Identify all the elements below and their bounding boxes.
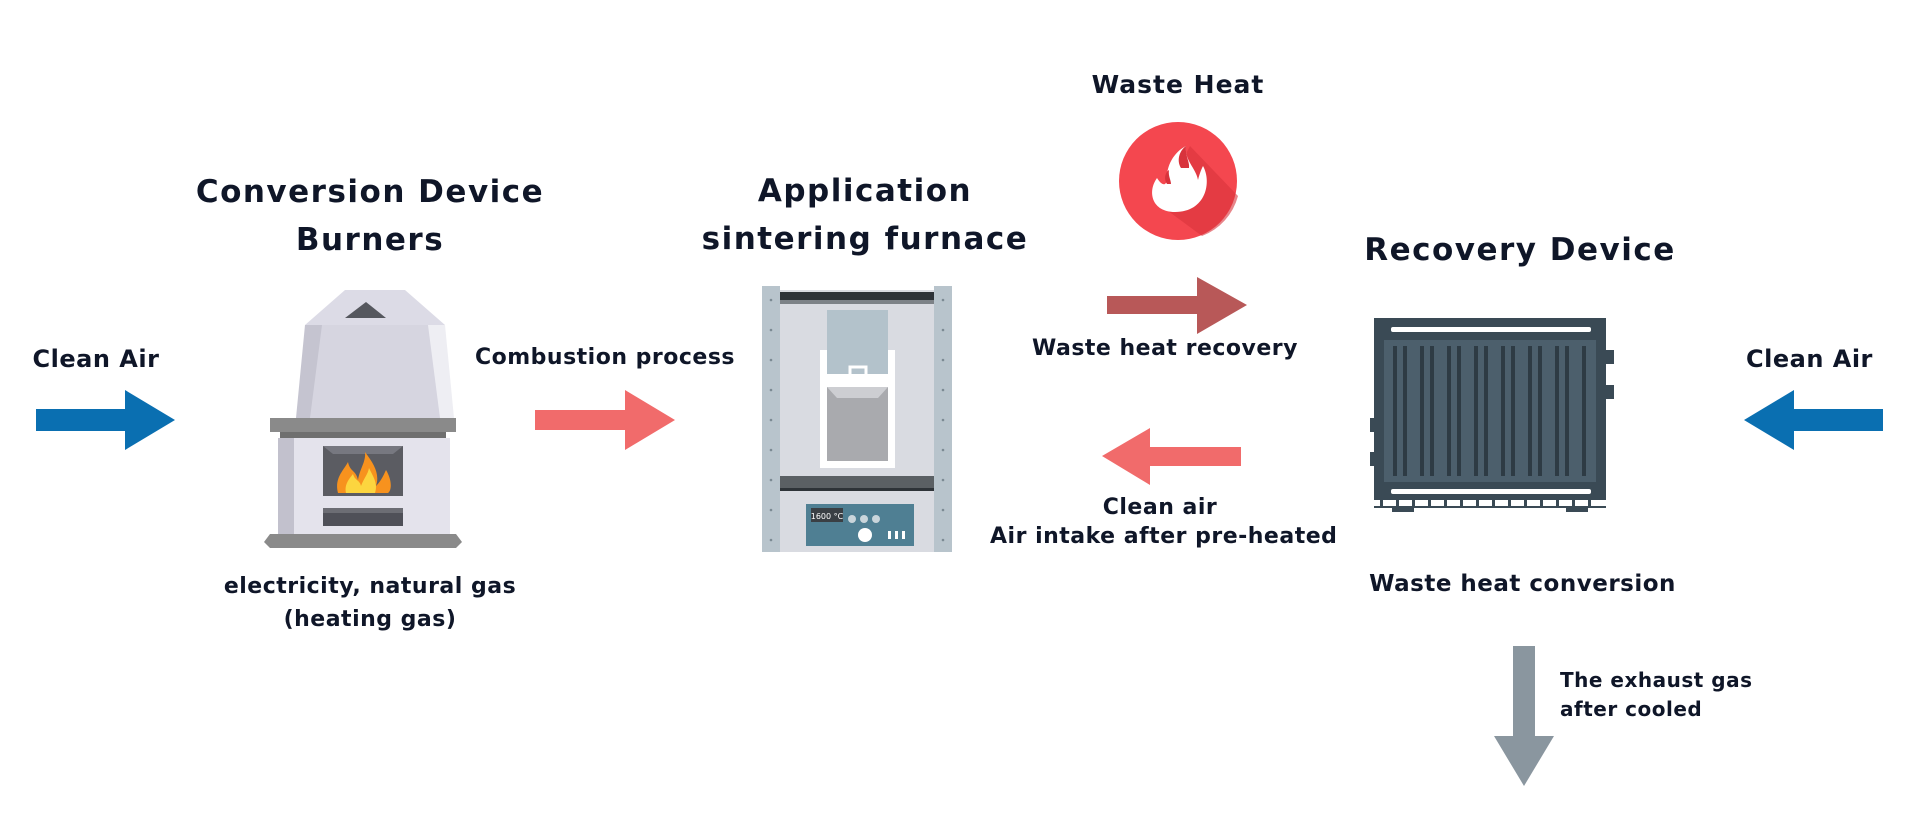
preheated-line-2: Air intake after pre-heated <box>990 523 1338 549</box>
sintering-furnace-icon: 1600 °C <box>762 286 952 552</box>
clean-air-left-arrow <box>36 390 175 450</box>
fuel-line-2: (heating gas) <box>283 607 457 632</box>
conversion-title-line: Conversion Device <box>195 174 545 210</box>
application-title-line: Application <box>757 173 973 209</box>
preheated-line-1: Clean air <box>1102 495 1218 520</box>
exhaust-line-1: The exhaust gas <box>1560 668 1753 692</box>
conversion-device-title: Conversion Device Burners <box>190 168 550 264</box>
waste-heat-recovery-label: Waste heat recovery <box>1031 336 1298 361</box>
waste-heat-recovery-arrow <box>1107 277 1247 334</box>
application-title: Application sintering furnace <box>690 167 1040 263</box>
clean-air-right-arrow <box>1744 390 1883 450</box>
exhaust-arrow <box>1494 646 1554 786</box>
recovery-device-title: Recovery Device <box>1364 232 1676 268</box>
preheated-air-arrow <box>1102 428 1241 485</box>
flame-icon <box>1119 122 1238 240</box>
fuel-label: electricity, natural gas (heating gas) <box>210 570 530 636</box>
heat-exchanger-icon <box>1370 318 1614 512</box>
conversion-subtitle-line: Burners <box>295 222 445 259</box>
preheated-air-label: Clean air Air intake after pre-heated <box>990 494 1338 551</box>
exhaust-line-2: after cooled <box>1560 697 1703 721</box>
furnace-temperature-readout: 1600 °C <box>811 512 844 521</box>
waste-heat-conversion-label: Waste heat conversion <box>1369 571 1676 597</box>
application-subtitle-line: sintering furnace <box>701 221 1029 258</box>
clean-air-right-label: Clean Air <box>1746 345 1873 373</box>
fireplace-burner-icon <box>264 290 462 548</box>
waste-heat-title: Waste Heat <box>1091 70 1265 99</box>
combustion-arrow <box>535 390 675 450</box>
fuel-line-1: electricity, natural gas <box>223 574 517 599</box>
exhaust-gas-label: The exhaust gas after cooled <box>1560 666 1820 724</box>
clean-air-left-label: Clean Air <box>32 345 160 373</box>
combustion-process-label: Combustion process <box>474 345 736 370</box>
